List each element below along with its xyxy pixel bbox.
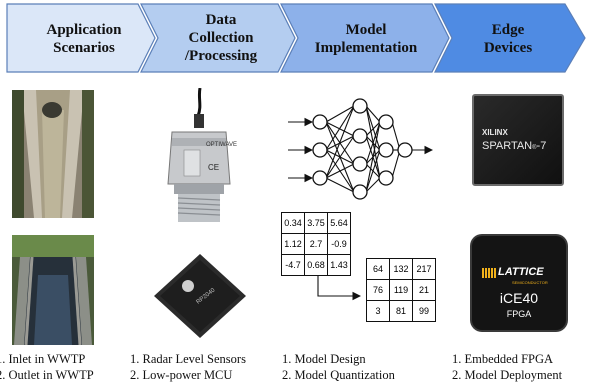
sensor-ce-mark: CE	[208, 163, 219, 172]
caption-edge: 1. Embedded FPGA 2. Model Deployment	[452, 351, 562, 383]
stage-arrow-data	[140, 3, 296, 73]
radar-level-sensor-photo: OPTIWAVE CE	[167, 88, 237, 222]
stage-label-data: Data Collection /Processing	[160, 11, 282, 65]
matrix-cell: 132	[389, 258, 413, 280]
stage-application-line2: Scenarios	[53, 40, 115, 56]
caption-line: 1. Embedded FPGA	[452, 352, 554, 366]
matrix-cell: 99	[412, 300, 436, 322]
quantization-arrow	[317, 272, 362, 301]
xilinx-model-name: SPARTAN	[482, 140, 533, 152]
stage-arrow-application	[6, 3, 156, 73]
matrix-cell: 3.75	[304, 212, 328, 234]
caption-line: 2. Outlet in WWTP	[0, 368, 94, 382]
stage-edge-line1: Edge	[491, 22, 525, 38]
caption-data: 1. Radar Level Sensors 2. Low-power MCU	[130, 351, 246, 383]
caption-line: 1. Inlet in WWTP	[0, 352, 86, 366]
stage-data-line1: Data	[205, 12, 237, 28]
caption-line: 2. Model Deployment	[452, 368, 563, 382]
matrix-cell: 64	[366, 258, 390, 280]
caption-line: 2. Low-power MCU	[130, 368, 233, 382]
matrix-cell: 119	[389, 279, 413, 301]
lattice-logo-icon	[482, 268, 496, 278]
caption-line: 2. Model Quantization	[282, 368, 395, 382]
stage-application-line1: Application	[46, 22, 122, 38]
xilinx-spartan-chip: XILINX SPARTAN®-7	[472, 94, 564, 186]
stage-arrow-model	[280, 3, 450, 73]
inlet-wwtp-photo	[12, 90, 94, 218]
stage-label-model: Model Implementation	[295, 21, 437, 57]
matrix-cell: 3	[366, 300, 390, 322]
stage-model-line1: Model	[345, 22, 387, 38]
lattice-type: FPGA	[506, 309, 532, 319]
low-power-mcu-photo: RP2040	[154, 254, 246, 338]
stage-label-edge: Edge Devices	[448, 21, 568, 57]
xilinx-model-suffix: 7	[540, 140, 547, 152]
sensor-brand-text: OPTIWAVE	[206, 142, 237, 148]
caption-application: 1. Inlet in WWTP 2. Outlet in WWTP	[0, 351, 94, 383]
caption-model: 1. Model Design 2. Model Quantization	[282, 351, 395, 383]
matrix-cell: 2.7	[304, 233, 328, 255]
matrix-cell: -4.7	[281, 254, 305, 276]
stage-arrow-edge	[434, 3, 586, 73]
xilinx-brand: XILINX	[482, 128, 508, 137]
matrix-cell: 5.64	[327, 212, 351, 234]
lattice-brand: LATTICE	[498, 266, 544, 278]
stage-model-line2: Implementation	[314, 40, 418, 56]
lattice-model: iCE40	[499, 290, 539, 306]
lattice-sub: SEMICONDUCTOR	[512, 280, 548, 285]
matrix-cell: 81	[389, 300, 413, 322]
matrix-cell: 76	[366, 279, 390, 301]
model-design-network	[288, 98, 434, 200]
stage-label-application: Application Scenarios	[24, 21, 144, 57]
matrix-cell: -0.9	[327, 233, 351, 255]
stage-data-line2: Collection	[188, 30, 254, 46]
stage-data-line3: /Processing	[184, 48, 258, 64]
matrix-cell: 1.12	[281, 233, 305, 255]
matrix-cell: 1.43	[327, 254, 351, 276]
outlet-wwtp-photo	[12, 235, 94, 345]
matrix-cell: 0.68	[304, 254, 328, 276]
xilinx-model: SPARTAN®-7	[482, 140, 547, 152]
matrix-cell: 217	[412, 258, 436, 280]
matrix-cell: 21	[412, 279, 436, 301]
caption-line: 1. Radar Level Sensors	[130, 352, 246, 366]
matrix-cell: 0.34	[281, 212, 305, 234]
caption-line: 1. Model Design	[282, 352, 366, 366]
stage-edge-line2: Devices	[483, 40, 533, 56]
lattice-ice40-chip: LATTICE SEMICONDUCTOR iCE40 FPGA	[472, 236, 566, 330]
pipeline-stages	[6, 3, 586, 73]
